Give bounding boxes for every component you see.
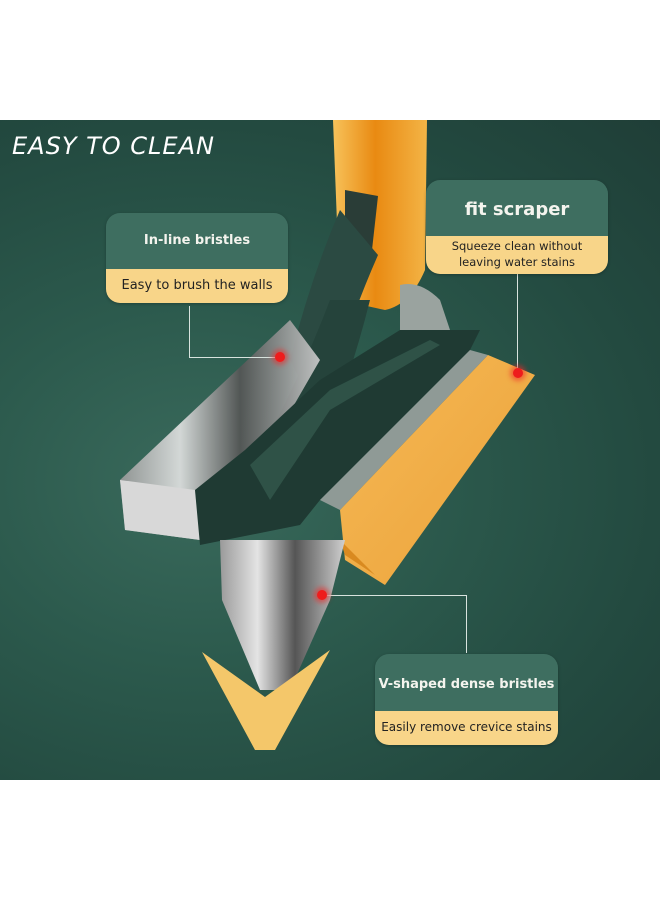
callout-title: V-shaped dense bristles (375, 654, 558, 711)
callout-fit-scraper: fit scraper Squeeze clean without leavin… (426, 180, 608, 274)
connector-line-inline (189, 306, 190, 358)
callout-subtitle: Easy to brush the walls (106, 269, 288, 303)
callout-title: fit scraper (426, 180, 608, 236)
brush-product-illustration (120, 120, 535, 750)
connector-line-v (322, 595, 466, 596)
callout-inline-bristles: In-line bristles Easy to brush the walls (106, 213, 288, 303)
scraper (320, 350, 535, 585)
callout-subtitle: Squeeze clean without leaving water stai… (426, 236, 608, 274)
connector-line-scraper (517, 270, 518, 370)
marker-dot-inline (275, 352, 285, 362)
callout-v-shaped-bristles: V-shaped dense bristles Easily remove cr… (375, 654, 558, 745)
connector-line-inline (189, 357, 279, 358)
inline-bristles (120, 320, 320, 540)
connector-line-v (466, 595, 467, 653)
headline: EASY TO CLEAN (12, 132, 215, 160)
callout-subtitle: Easily remove crevice stains (375, 711, 558, 745)
v-chevron-icon (202, 650, 330, 750)
marker-dot-v (317, 590, 327, 600)
marker-dot-scraper (513, 368, 523, 378)
callout-title: In-line bristles (106, 213, 288, 269)
product-feature-panel: EASY TO CLEAN (0, 120, 660, 780)
v-shaped-bristles (220, 540, 345, 690)
